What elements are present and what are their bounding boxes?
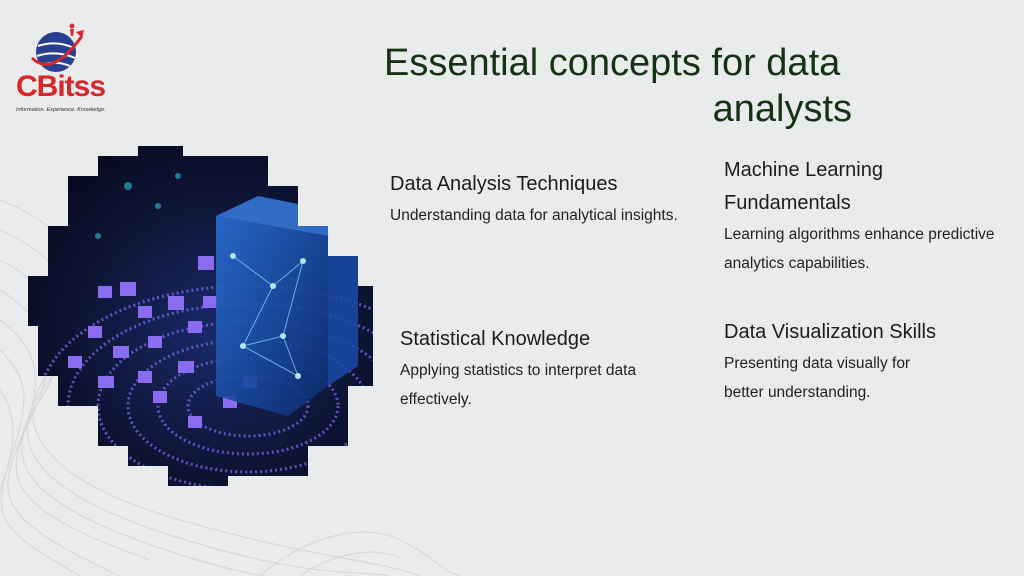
cbitss-globe-icon bbox=[30, 23, 84, 72]
concept-description: Understanding data for analytical insigh… bbox=[390, 207, 678, 224]
concept-heading: Data Visualization Skills bbox=[724, 321, 936, 343]
logo-tagline: Information. Experience. Knowledge. bbox=[16, 107, 106, 113]
concept-heading: Machine Learning Fundamentals bbox=[724, 159, 883, 214]
concept-machine-learning-fundamentals: Machine Learning Fundamentals Learning a… bbox=[724, 154, 1014, 278]
logo-wordmark: CBitss bbox=[16, 70, 106, 103]
concept-description: Applying statistics to interpret data ef… bbox=[400, 362, 637, 408]
concept-data-analysis-techniques: Data Analysis Techniques Understanding d… bbox=[390, 168, 690, 230]
data-cube-illustration-icon bbox=[28, 146, 373, 486]
concept-description: Presenting data visually for better unde… bbox=[724, 355, 911, 401]
concept-data-visualization-skills: Data Visualization Skills Presenting dat… bbox=[724, 316, 1014, 407]
slide-title-line-1: Essential concepts for data bbox=[384, 42, 841, 84]
concept-statistical-knowledge: Statistical Knowledge Applying statistic… bbox=[400, 323, 700, 414]
slide-title-line-2: analysts bbox=[712, 88, 852, 130]
concept-heading: Statistical Knowledge bbox=[400, 328, 591, 350]
slide-title: Essential concepts for data analysts bbox=[384, 40, 852, 132]
concept-description: Learning algorithms enhance predictive a… bbox=[724, 226, 995, 272]
concept-heading: Data Analysis Techniques bbox=[390, 173, 618, 195]
